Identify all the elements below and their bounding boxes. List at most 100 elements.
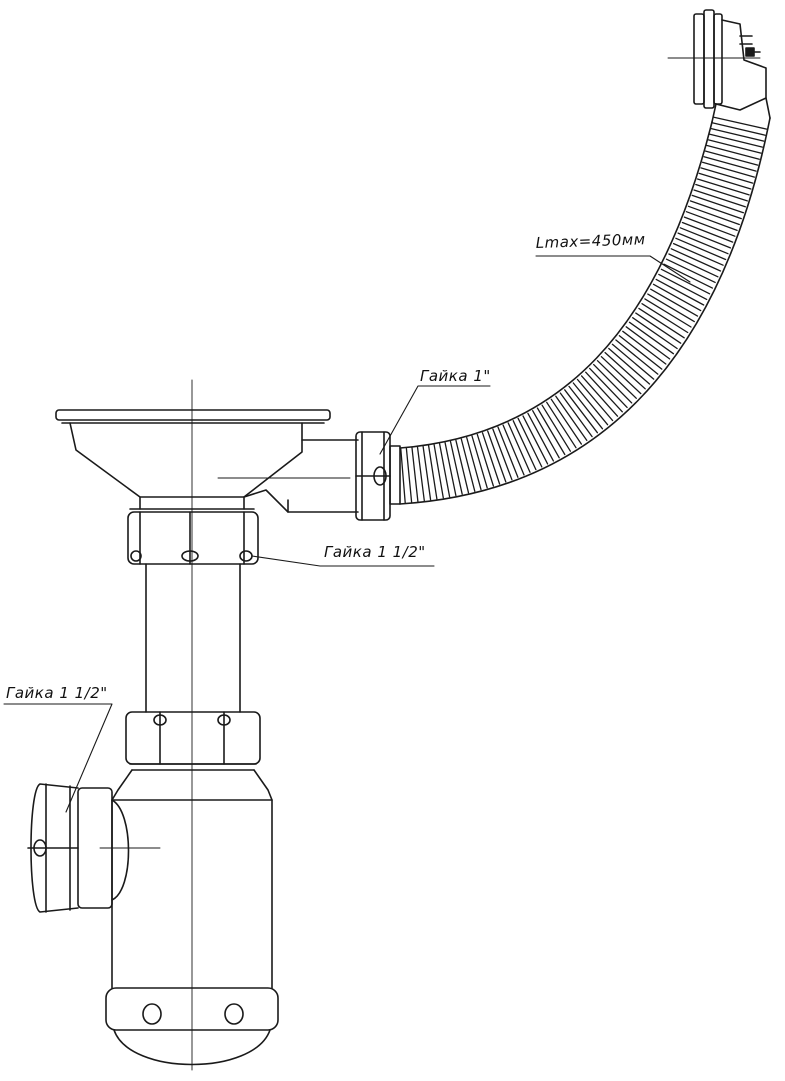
hose-rib <box>650 288 699 317</box>
lower-nut <box>125 711 261 771</box>
hose-rib <box>625 326 671 360</box>
hose-rib <box>655 278 705 306</box>
hose-rib <box>580 375 619 417</box>
hose-rib <box>427 444 438 500</box>
hose-rib <box>416 446 425 502</box>
hose-rib <box>532 410 560 459</box>
hose-rib <box>512 420 537 471</box>
strainer-bowl <box>55 409 331 510</box>
upper-nut <box>127 511 259 565</box>
hose-rib <box>660 268 711 295</box>
hose-rib <box>618 335 663 370</box>
hose-rib <box>555 395 588 442</box>
hose-rib <box>604 351 646 390</box>
hose-rib <box>683 216 736 237</box>
hose-rib <box>517 417 543 468</box>
side-inlet-nut-label: Гайка 1 1/2" <box>6 684 108 702</box>
hose-rib <box>668 253 719 278</box>
hose-rib <box>608 347 651 385</box>
hose-rib <box>564 389 599 434</box>
hose-rib <box>638 307 685 339</box>
hose-rib <box>665 258 716 284</box>
hose-rib <box>422 445 432 501</box>
hose-rib <box>685 211 738 232</box>
hose-rib <box>652 283 702 312</box>
hose-rib <box>647 293 695 323</box>
hose-rib <box>622 330 667 365</box>
hose-rib <box>710 127 765 142</box>
hose-rib <box>712 122 766 136</box>
hose-rib <box>585 371 623 413</box>
hose-rib <box>572 382 609 426</box>
hose-rib <box>663 263 714 289</box>
hose-rib <box>536 407 566 456</box>
hose-rib <box>405 447 413 503</box>
hose-rib <box>707 139 762 154</box>
hose-rib <box>497 426 519 478</box>
corrugated-hose <box>399 116 771 505</box>
hose-rib <box>449 440 463 495</box>
hose-rib <box>444 442 457 497</box>
hose-rib <box>600 356 642 395</box>
hose-length-label: Lmax=450мм <box>535 230 646 252</box>
hose-rib <box>559 392 593 438</box>
hose-rib <box>628 321 675 355</box>
hose-rib <box>658 273 708 301</box>
overflow-rosette <box>693 9 771 123</box>
hose-rib <box>492 428 513 481</box>
hose-rib <box>611 343 655 380</box>
hose-rib <box>596 360 637 399</box>
hose-rib <box>706 144 760 160</box>
hose-rib <box>433 444 444 499</box>
hose-rib <box>522 415 549 465</box>
hose-rib <box>593 363 633 404</box>
hose-rib <box>698 172 752 190</box>
hose-rib <box>527 412 555 462</box>
strainer-nut-label: Гайка 1 1/2" <box>324 543 426 561</box>
hose-rib <box>641 303 689 334</box>
leader-lines <box>3 255 691 813</box>
hose-rib <box>502 424 525 476</box>
hose-rib <box>677 232 729 255</box>
center-lines <box>99 57 761 1071</box>
hose-rib <box>411 447 419 503</box>
hose-rib <box>541 404 572 452</box>
hose-rib <box>703 156 757 172</box>
hose-rib <box>689 200 742 220</box>
hose-rib <box>670 248 722 272</box>
hose-rib <box>681 221 734 243</box>
hose-rib <box>487 430 507 483</box>
hose-rib <box>644 298 692 328</box>
hose-rib <box>693 189 746 208</box>
hose-rib <box>687 205 740 226</box>
hose-rib <box>466 436 482 491</box>
hose-rib <box>635 312 682 344</box>
hose-rib <box>471 435 488 489</box>
hose-rib <box>709 133 764 148</box>
hose-ribs <box>400 116 768 504</box>
hose-rib <box>589 367 628 409</box>
hose-rib <box>460 438 476 492</box>
hose-rib <box>632 317 678 350</box>
vertical-tube <box>145 563 241 713</box>
hose-rib <box>675 237 727 261</box>
side-inlet <box>27 783 130 913</box>
hose-rib <box>672 242 724 266</box>
hose-rib <box>700 167 754 184</box>
hose-rib <box>550 398 583 445</box>
hose-rib <box>696 178 750 196</box>
hose-rib <box>704 150 759 166</box>
hose-rib <box>438 443 451 498</box>
hose-rib <box>476 433 495 487</box>
hose-rib <box>691 194 745 214</box>
overflow-outlet-arm <box>243 439 359 513</box>
hose-rib <box>400 448 406 504</box>
hose-rib <box>701 161 756 178</box>
hose-nut <box>355 431 401 521</box>
hose-nut-label: Гайка 1" <box>420 367 491 385</box>
hose-rib <box>713 116 768 130</box>
hose-rib <box>546 401 577 449</box>
hose-rib <box>455 439 470 494</box>
hose-rib <box>576 378 614 422</box>
